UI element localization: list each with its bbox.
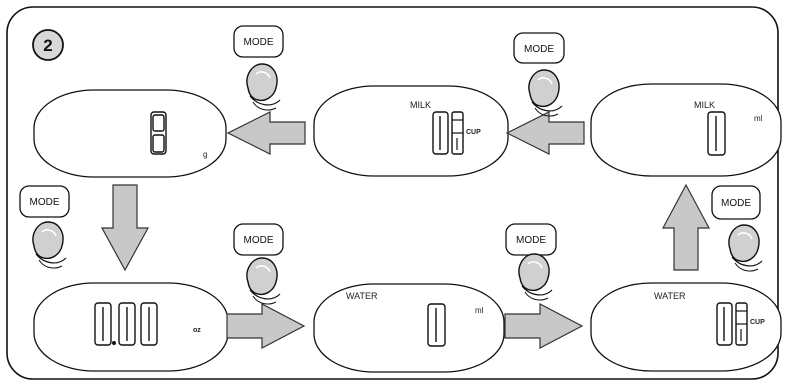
arrow-left [505, 111, 585, 155]
lcd-water-ml-unit: ml [475, 306, 484, 315]
digit-0 [150, 111, 167, 155]
mode-button-1[interactable]: MODE [233, 25, 284, 58]
mode-button-label: MODE [721, 198, 751, 209]
mode-button-label: MODE [516, 235, 546, 246]
arrow-right [226, 303, 306, 349]
lcd-ounces-unit: oz [193, 327, 201, 334]
lcd-milk-ml-unit: ml [754, 114, 763, 123]
arrow-right [504, 303, 584, 349]
lcd-grams-unit: g [203, 150, 207, 159]
arrow-up [661, 183, 711, 271]
arrow-left [226, 111, 306, 155]
digit-0 [94, 302, 112, 346]
fraction-digit [735, 302, 748, 346]
lcd-water-ml: WATER ml [313, 283, 505, 373]
lcd-milk-ml-label: MILK [694, 100, 715, 110]
lcd-milk-cup-label: MILK [410, 100, 431, 110]
fraction-digit [451, 111, 464, 155]
lcd-water-cup: WATER CUP [590, 282, 782, 372]
lcd-grams: g [33, 89, 227, 178]
lcd-water-cup-label: WATER [654, 291, 686, 301]
mode-button-label: MODE [524, 44, 554, 55]
lcd-milk-cup: MILK CUP [313, 85, 509, 177]
step-badge: 2 [32, 29, 64, 61]
lcd-ounces: oz [33, 282, 229, 372]
step-number: 2 [43, 36, 52, 55]
digit-0 [707, 111, 726, 156]
arrow-down [100, 184, 150, 272]
lcd-milk-cup-unit: CUP [466, 129, 481, 136]
mode-button-label: MODE [30, 197, 60, 208]
mode-button-label: MODE [244, 37, 274, 48]
decimal-point [112, 341, 116, 345]
digit-0 [716, 302, 733, 346]
mode-button-3[interactable]: MODE [19, 185, 70, 218]
digit-0 [118, 302, 136, 346]
mode-button-5[interactable]: MODE [505, 223, 557, 256]
lcd-milk-ml: MILK ml [590, 83, 782, 177]
digit-0 [427, 303, 446, 347]
mode-button-2[interactable]: MODE [513, 32, 565, 64]
lcd-water-ml-label: WATER [346, 291, 378, 301]
mode-button-6[interactable]: MODE [711, 185, 761, 220]
digit-0 [140, 302, 158, 346]
mode-button-4[interactable]: MODE [233, 223, 284, 256]
lcd-water-cup-unit: CUP [750, 319, 765, 326]
digit-0 [432, 111, 449, 155]
mode-button-label: MODE [244, 235, 274, 246]
